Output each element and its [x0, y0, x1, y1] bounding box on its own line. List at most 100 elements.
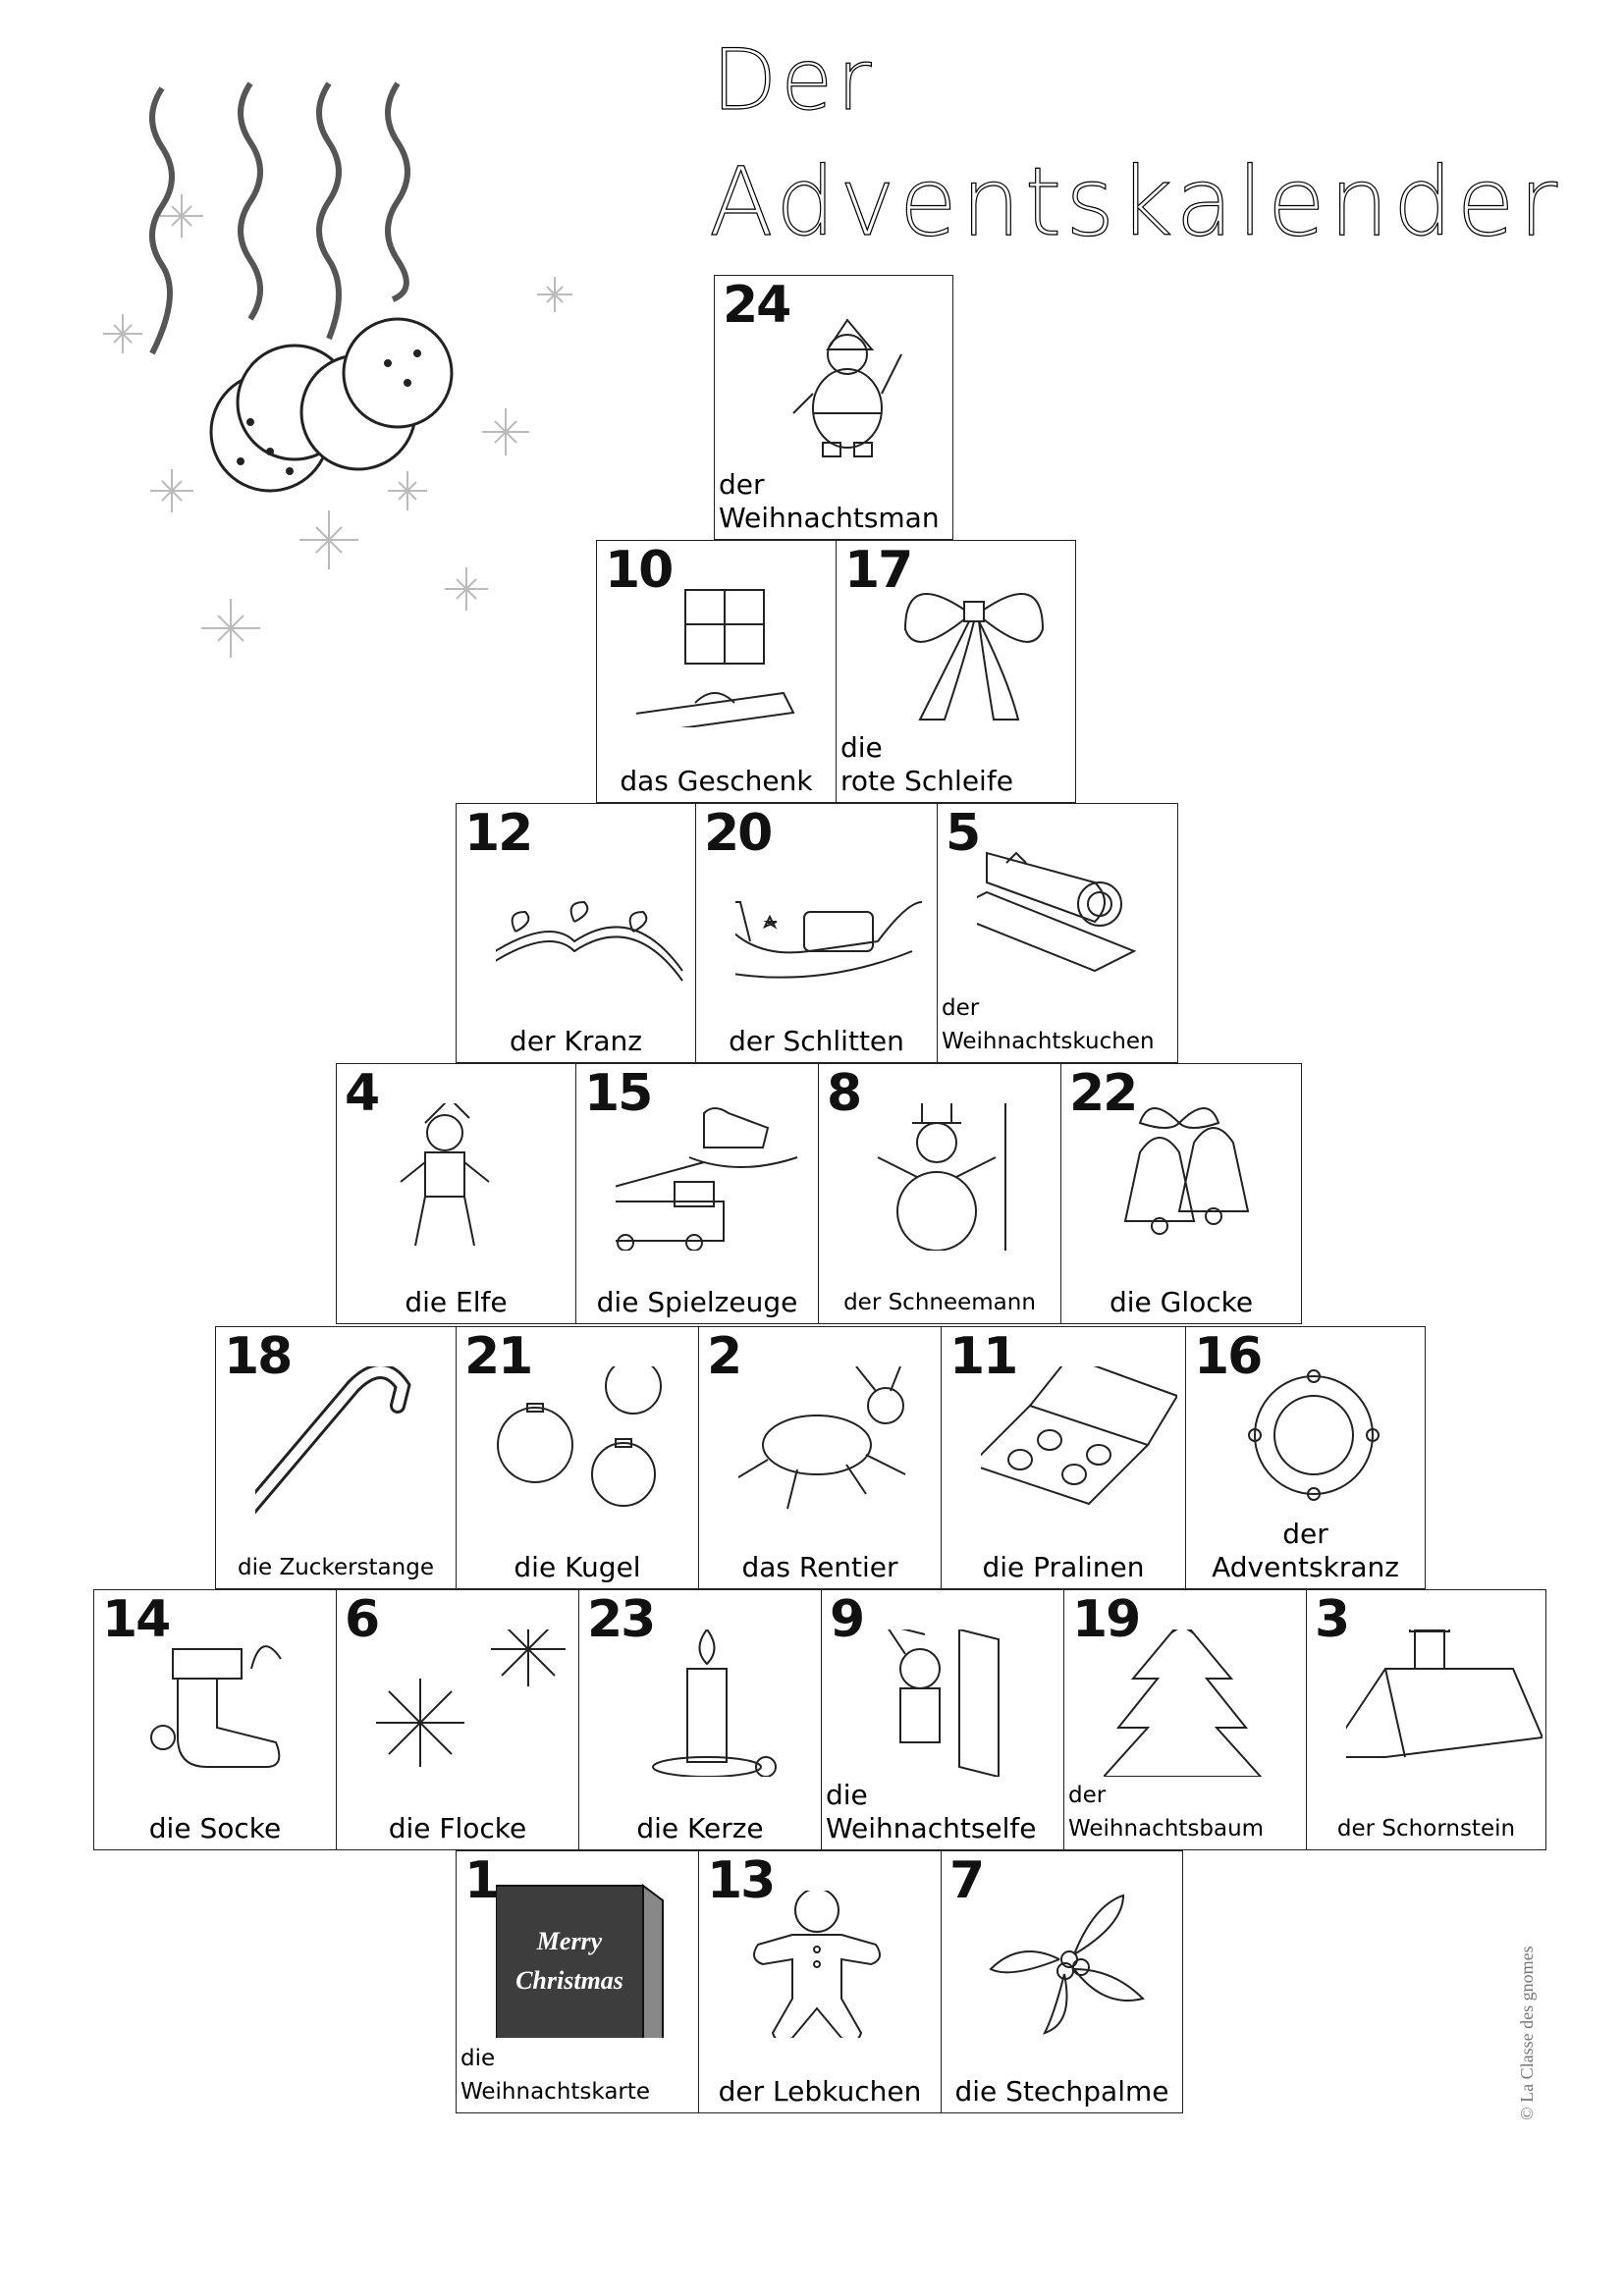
door-label: der Kranz: [510, 1025, 642, 1057]
door-number: 13: [707, 1851, 776, 1910]
door-number: 14: [102, 1590, 171, 1649]
door-number: 22: [1069, 1064, 1138, 1123]
reindeer-icon: [738, 1366, 906, 1510]
door-number: 5: [946, 804, 981, 863]
door-number: 11: [949, 1327, 1018, 1386]
calendar-door-20[interactable]: 20 der Schlitten: [695, 803, 938, 1063]
door-label: die Flocke: [388, 1812, 527, 1844]
snowman-icon: [877, 1103, 1006, 1251]
sparkle-icon: [160, 194, 203, 238]
door-number: 12: [464, 804, 533, 863]
calendar-door-13[interactable]: 13 der Lebkuchen: [698, 1850, 942, 2113]
door-label: das Rentier: [741, 1551, 898, 1583]
door-label: die Elfe: [405, 1286, 508, 1318]
door-number: 8: [827, 1064, 862, 1123]
candy-cane-icon: [255, 1366, 411, 1514]
door-number: 24: [723, 276, 791, 335]
door-number: 17: [844, 541, 913, 600]
santa-claus-icon: [792, 318, 902, 457]
calendar-door-23[interactable]: 23 die Kerze: [578, 1589, 822, 1850]
ornaments-icon: [497, 1366, 662, 1507]
door-label: die Stechpalme: [954, 2075, 1169, 2108]
door-number: 2: [707, 1327, 742, 1386]
door-number: 3: [1315, 1590, 1350, 1649]
toys-icon: [616, 1107, 798, 1251]
calendar-door-2[interactable]: 2 das Rentier: [698, 1326, 942, 1589]
door-label: die Glocke: [1109, 1286, 1254, 1318]
calendar-door-12[interactable]: 12 der Kranz: [456, 803, 696, 1063]
door-number: 20: [704, 804, 773, 863]
yule-log-icon: [977, 851, 1137, 973]
door-number: 6: [345, 1590, 380, 1649]
hanging-baubles-decoration: [103, 81, 572, 658]
door-label: die Zuckerstange: [238, 1555, 434, 1580]
card-text-merry: Merry: [536, 1927, 603, 1955]
christmas-card-icon: Merry Christmas: [496, 1884, 664, 2038]
door-number: 21: [464, 1327, 533, 1386]
door-label: der Schornstein: [1336, 1816, 1516, 1842]
advent-wreath-icon: [1248, 1369, 1380, 1501]
snowflake-icon: [376, 1629, 566, 1767]
door-number: 16: [1194, 1327, 1263, 1386]
calendar-door-7[interactable]: 7 die Stechpalme: [941, 1850, 1183, 2113]
card-text-christmas: Christmas: [515, 1966, 623, 1995]
stocking-icon: [150, 1645, 282, 1768]
door-number: 19: [1072, 1590, 1141, 1649]
sleigh-icon: [735, 901, 923, 979]
door-label: das Geschenk: [620, 765, 813, 797]
gingerbread-man-icon: [753, 1891, 881, 2038]
gift-icon: [636, 589, 795, 727]
calendar-door-21[interactable]: 21 die Kugel: [456, 1326, 699, 1589]
door-number: 23: [587, 1590, 656, 1649]
door-number: 10: [605, 541, 674, 600]
chocolate-box-icon: [981, 1366, 1177, 1506]
elf-icon: [400, 1103, 490, 1247]
title-line-2: Adventskalender: [708, 146, 1562, 257]
calendar-door-8[interactable]: 8 der Schneemann: [818, 1063, 1061, 1324]
door-number: 18: [224, 1327, 293, 1386]
calendar-door-10[interactable]: 10 das Geschenk: [596, 540, 837, 803]
calendar-door-3[interactable]: 3 der Schornstein: [1306, 1589, 1546, 1850]
candle-icon: [652, 1629, 777, 1777]
calendar-door-14[interactable]: 14 die Socke: [93, 1589, 337, 1850]
christmas-tree-icon: [1104, 1629, 1263, 1777]
elf-with-list-icon: [888, 1629, 1000, 1777]
calendar-door-18[interactable]: 18 die Zuckerstange: [215, 1326, 457, 1589]
door-label: die Kerze: [636, 1812, 764, 1844]
calendar-door-11[interactable]: 11 die Pralinen: [941, 1326, 1186, 1589]
garland-icon: [496, 900, 683, 982]
door-label: die Spielzeuge: [596, 1286, 798, 1318]
bells-icon: [1123, 1107, 1250, 1235]
calendar-door-4[interactable]: 4 die Elfe: [336, 1063, 576, 1324]
calendar-door-6[interactable]: 6 die Flocke: [336, 1589, 579, 1850]
door-label: der Schlitten: [729, 1025, 904, 1057]
bow-icon: [903, 593, 1045, 721]
door-label: der Lebkuchen: [718, 2075, 922, 2108]
calendar-door-22[interactable]: 22 die Glocke: [1060, 1063, 1302, 1324]
chimney-roof-icon: [1346, 1629, 1543, 1758]
door-label: der Schneemann: [843, 1290, 1036, 1315]
holly-icon: [989, 1894, 1145, 2035]
door-number: 7: [949, 1851, 985, 1910]
door-label: die Pralinen: [982, 1551, 1145, 1583]
door-number: 1: [464, 1851, 500, 1910]
door-number: 4: [345, 1064, 380, 1123]
calendar-door-15[interactable]: 15 die Spielzeuge: [575, 1063, 819, 1324]
door-number: 9: [830, 1590, 865, 1649]
title-line-1: Der: [711, 30, 876, 130]
